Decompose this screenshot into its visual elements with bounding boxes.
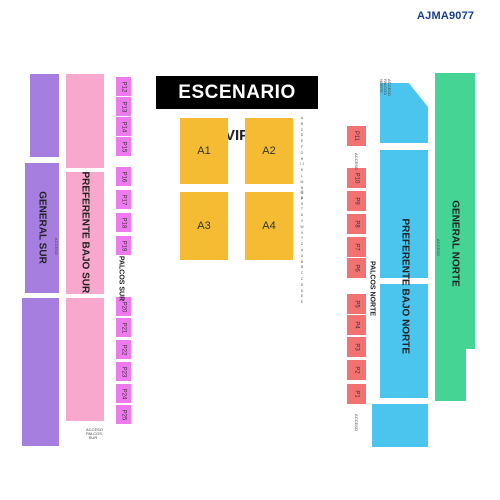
palcos-sur-box-p18[interactable]: P18 (116, 213, 131, 232)
palcos-norte-box-p4[interactable]: P4 (347, 315, 366, 335)
preferente-sur-section-mid[interactable] (66, 172, 104, 294)
preferente-norte-section-mid[interactable] (380, 150, 428, 278)
palcos-norte-box-label: P5 (353, 300, 360, 308)
preferente-norte-section-bottom[interactable] (380, 284, 428, 398)
palcos-norte-box-label: P7 (353, 243, 360, 251)
map-code: AJMA9077 (417, 10, 475, 22)
palcos-sur-box-p21[interactable]: P21 (116, 318, 131, 337)
general-sur-section-bottom[interactable] (22, 298, 59, 446)
palcos-norte-box-p8[interactable]: P8 (347, 214, 366, 234)
general-sur-label: GENERAL SUR (36, 191, 48, 264)
palcos-norte-box-p1[interactable]: P1 (347, 384, 366, 404)
palcos-sur-box-p17[interactable]: P17 (116, 190, 131, 209)
palcos-sur-box-label: P14 (120, 121, 127, 132)
palcos-sur-box-label: P15 (120, 141, 127, 152)
palcos-sur-box-p23[interactable]: P23 (116, 362, 131, 381)
palcos-norte-box-p2[interactable]: P2 (347, 360, 366, 380)
palcos-norte-box-label: P3 (353, 343, 360, 351)
vip-label: VIP (225, 127, 250, 144)
general-sur-section-mid[interactable] (25, 163, 59, 293)
palcos-norte-box-p9[interactable]: P9 (347, 191, 366, 211)
stage: ESCENARIO (156, 76, 318, 109)
palcos-norte-box-label: P4 (353, 321, 360, 329)
palcos-sur-box-label: P21 (120, 322, 127, 333)
palcos-norte-box-p11[interactable]: P11 (347, 126, 366, 146)
preferente-sur-label: PREFERENTE BAJO SUR (79, 171, 91, 294)
palcos-norte-box-label: P1 (353, 390, 360, 398)
vip-block-a2[interactable]: A2 (245, 118, 293, 184)
palcos-sur-box-p22[interactable]: P22 (116, 340, 131, 359)
row-letters-bottom: Q R S T U V W X Y Z AA BB CC DD EE (300, 190, 304, 305)
acceso-palcos-sur-label: ACCESO PALCOS SUR (86, 427, 103, 440)
palcos-sur-box-label: P24 (120, 388, 127, 399)
palcos-norte-box-label: P6 (353, 264, 360, 272)
vip-block-a3[interactable]: A3 (180, 192, 228, 260)
row-letters-top: A B C D E F G H I J K L M N O P (300, 116, 304, 202)
palcos-sur-box-label: P13 (120, 101, 127, 112)
preferente-sur-section-bottom[interactable] (66, 298, 104, 421)
palcos-sur-box-label: P25 (120, 409, 127, 420)
palcos-sur-box-label: P17 (120, 194, 127, 205)
palcos-sur-box-p20[interactable]: P20 (116, 297, 131, 316)
vip-block-a4[interactable]: A4 (245, 192, 293, 260)
vip-block-a1[interactable]: A1 (180, 118, 228, 184)
acceso-sur-label: ACCESO (53, 238, 59, 255)
palcos-sur-box-p25[interactable]: P25 (116, 405, 131, 424)
palcos-sur-box-p16[interactable]: P16 (116, 167, 131, 186)
palcos-sur-box-label: P12 (120, 81, 127, 92)
general-norte-label: GENERAL NORTE (449, 200, 461, 287)
general-sur-section-top[interactable] (30, 74, 59, 157)
palcos-norte-box-label: P11 (353, 130, 360, 142)
acceso-palcos-norte-label: ACCESO PALCOS NORTE (379, 79, 392, 96)
palcos-sur-box-label: P16 (120, 171, 127, 182)
palcos-norte-box-p5[interactable]: P5 (347, 294, 366, 314)
palcos-sur-box-p19[interactable]: P19 (116, 236, 131, 255)
palcos-norte-box-label: P8 (353, 220, 360, 228)
palcos-norte-box-label: P2 (353, 366, 360, 374)
palcos-sur-box-p13[interactable]: P13 (116, 97, 131, 116)
palcos-norte-label: PALCOS NORTE (368, 260, 376, 317)
preferente-sur-section-top[interactable] (66, 74, 104, 168)
acceso-norte-label-1: ACCESO (353, 153, 359, 170)
palcos-sur-box-p24[interactable]: P24 (116, 384, 131, 403)
palcos-sur-box-p14[interactable]: P14 (116, 117, 131, 136)
palcos-norte-box-label: P9 (353, 197, 360, 205)
acceso-norte-label-2: ACCESO (353, 414, 359, 431)
palcos-sur-box-label: P23 (120, 366, 127, 377)
palcos-sur-box-p15[interactable]: P15 (116, 137, 131, 156)
palcos-norte-box-p6[interactable]: P6 (347, 258, 366, 278)
palcos-sur-box-label: P22 (120, 344, 127, 355)
general-norte-section-top[interactable] (435, 73, 475, 349)
palcos-norte-box-p7[interactable]: P7 (347, 237, 366, 257)
palcos-norte-box-label: P10 (353, 172, 360, 184)
palcos-sur-box-label: P18 (120, 217, 127, 228)
acceso-norte-label-3: ACCESO (435, 239, 441, 256)
palcos-norte-box-p3[interactable]: P3 (347, 337, 366, 357)
palcos-sur-label: PALCOS SUR (117, 255, 125, 302)
preferente-norte-section-lower[interactable] (372, 404, 428, 447)
palcos-norte-box-p10[interactable]: P10 (347, 168, 366, 188)
preferente-norte-label: PREFERENTE BAJO NORTE (399, 218, 411, 355)
general-norte-section-bottom[interactable] (435, 349, 466, 401)
palcos-sur-box-p12[interactable]: P12 (116, 77, 131, 96)
